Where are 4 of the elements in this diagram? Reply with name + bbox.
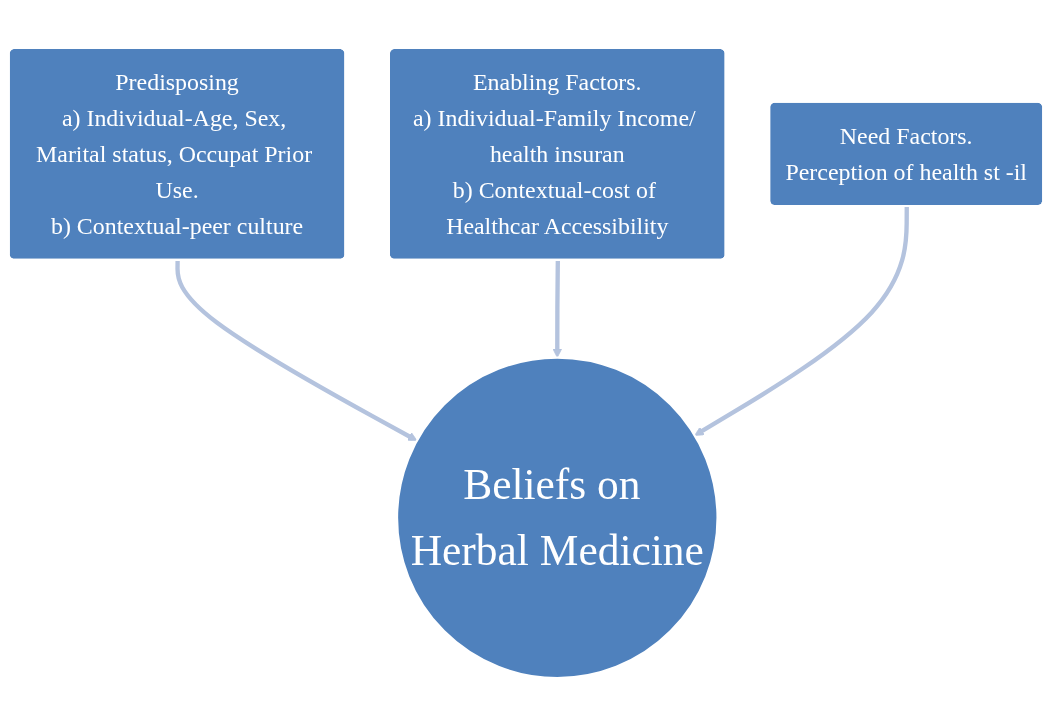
arrow — [175, 260, 418, 441]
arrow — [552, 260, 563, 358]
node-circle: Beliefs on Herbal Medicine — [395, 356, 719, 680]
arrow — [694, 206, 909, 436]
